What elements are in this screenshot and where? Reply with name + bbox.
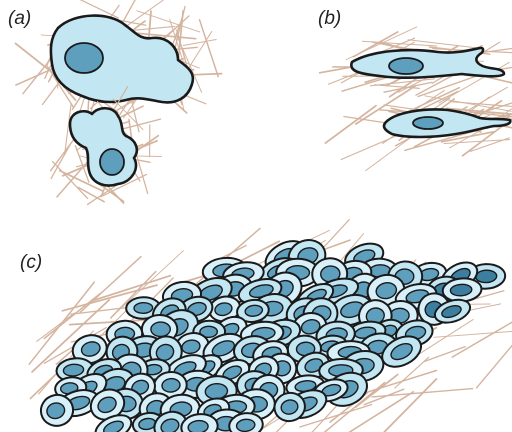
ecm-fiber — [408, 40, 482, 49]
cell-b-elongated-top — [351, 48, 504, 78]
cluster-cell-nucleus — [134, 302, 153, 313]
cell-b-top-nucleus — [389, 58, 423, 74]
cell-a-spread — [51, 16, 193, 103]
cell-a-small — [70, 108, 137, 185]
ecm-fiber — [372, 389, 473, 397]
ecm-fiber — [183, 40, 216, 46]
ecm-fiber — [434, 331, 512, 338]
cell-b-top-body — [351, 48, 504, 78]
cell-a-small-nucleus — [100, 149, 124, 175]
cell-b-bottom-nucleus — [413, 117, 443, 129]
ecm-fiber — [134, 26, 174, 30]
cell-a-spread-nucleus — [65, 43, 103, 73]
ecm-fiber — [325, 106, 376, 143]
ecm-fiber — [424, 347, 465, 362]
ecm-fiber — [200, 20, 219, 77]
cluster-cell-nucleus — [151, 322, 171, 337]
ecm-fiber — [16, 43, 54, 73]
cell-cluster-c — [38, 235, 506, 432]
cell-a-small-body — [70, 108, 137, 185]
ecm-fiber — [380, 379, 437, 432]
cluster-cell-nucleus — [475, 270, 497, 283]
